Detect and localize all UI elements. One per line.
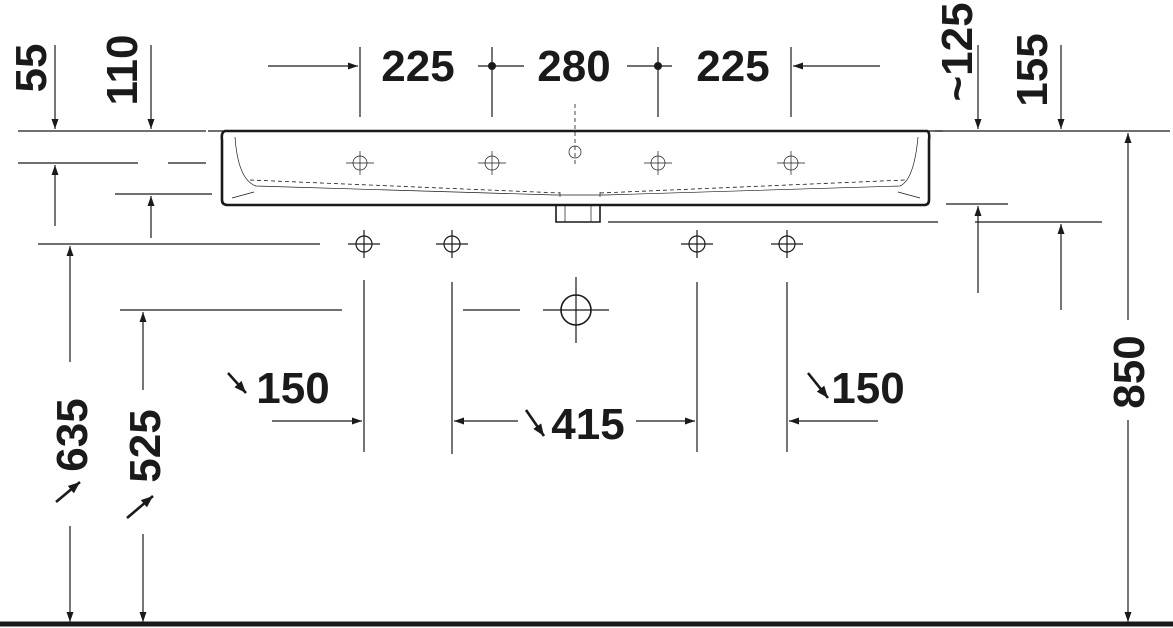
right-height-dimensions: ~125 155	[608, 2, 1170, 310]
dim-top-left-110: 110	[98, 35, 147, 106]
crosshair-icon	[478, 151, 506, 175]
dim-top-right-155: 155	[1008, 33, 1057, 106]
diagonal-arrow-icon	[806, 372, 830, 399]
dim-spacing-left-225: 225	[381, 42, 454, 91]
dim-spacing-right-225: 225	[696, 42, 769, 91]
dim-height-525: 525	[121, 409, 170, 482]
horizontal-spacing-dimensions: 150 415 150	[227, 364, 905, 449]
dim-top-right-125: ~125	[933, 2, 982, 101]
crosshair-icon	[771, 230, 803, 258]
dim-center-415: 415	[551, 400, 624, 449]
dim-top-left-55: 55	[7, 44, 56, 93]
overall-height-dimension: 850	[1105, 133, 1154, 622]
left-height-dimensions: 55 110	[7, 35, 320, 245]
crosshair-icon	[543, 277, 609, 343]
dim-left-150: 150	[256, 364, 329, 413]
crosshair-icon	[436, 230, 468, 258]
crosshair-icon	[681, 230, 713, 258]
dim-spacing-center-280: 280	[537, 42, 610, 91]
crosshair-icon	[644, 151, 672, 175]
crosshair-icon	[777, 151, 805, 175]
dim-height-635: 635	[48, 398, 97, 471]
dim-right-150: 150	[831, 364, 904, 413]
tap-hole-marks	[346, 104, 805, 175]
extension-lines	[120, 280, 788, 454]
dim-height-850: 850	[1105, 335, 1154, 408]
connection-height-dimensions: 635 525	[48, 246, 170, 622]
washbasin-outline	[208, 129, 943, 223]
diagonal-arrow-icon	[55, 481, 81, 503]
diagonal-arrow-icon	[227, 372, 247, 394]
supply-connection-marks	[348, 230, 803, 343]
crosshair-icon	[346, 151, 374, 175]
top-spacing-dimensions: 225 280 225	[268, 42, 880, 117]
diagonal-arrow-icon	[126, 495, 154, 519]
diagonal-arrow-icon	[524, 409, 546, 437]
crosshair-icon	[348, 230, 380, 258]
